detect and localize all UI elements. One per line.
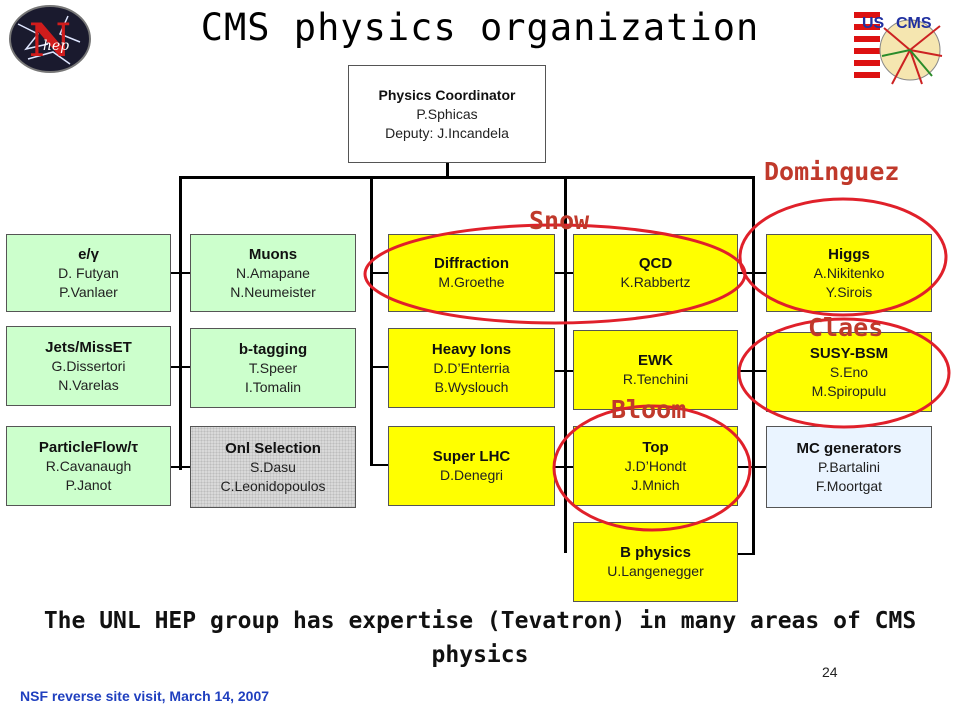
group-heading: e/γ (78, 245, 99, 263)
connector-heavyions (370, 366, 388, 368)
group-heading: b-tagging (238, 340, 308, 358)
group-member: Y.Sirois (825, 283, 873, 300)
group-heading: ParticleFlow/τ (38, 438, 139, 456)
group-qcd: QCD K.Rabbertz (573, 234, 738, 312)
connector-higgs (738, 272, 766, 274)
group-member: R.Cavanaugh (45, 457, 132, 474)
group-mc-generators: MC generators P.Bartalini F.Moortgat (766, 426, 932, 508)
group-heading: Super LHC (432, 448, 511, 465)
group-member: S.Eno (829, 363, 869, 380)
group-heading: Muons (248, 245, 298, 263)
connector-egamma (171, 272, 191, 274)
group-member: D.D’Enterria (433, 359, 510, 376)
group-member: D. Futyan (58, 264, 119, 281)
group-heading: Higgs (828, 245, 870, 263)
group-heading: Heavy Ions (431, 340, 512, 358)
connector-mcgen (738, 466, 766, 468)
connector-qcd (555, 272, 573, 274)
group-member: N.Varelas (58, 376, 119, 393)
connector-col2-bus (370, 176, 373, 466)
group-particleflow: ParticleFlow/τ R.Cavanaugh P.Janot (6, 426, 171, 506)
group-member: J.Mnich (631, 476, 680, 493)
coordinator-name: P.Sphicas (416, 105, 478, 122)
svg-text:CMS: CMS (896, 15, 932, 32)
annotation-snow: Snow (529, 206, 590, 235)
group-member: G.Dissertori (51, 357, 126, 374)
group-member: U.Langenegger (607, 563, 704, 579)
group-member: C.Leonidopoulos (220, 477, 326, 494)
connector-ewk (555, 370, 573, 372)
group-heading: EWK (638, 352, 673, 369)
group-susy-bsm: SUSY-BSM S.Eno M.Spiropulu (766, 332, 932, 412)
group-member: I.Tomalin (244, 378, 302, 395)
group-heading: MC generators (796, 439, 902, 457)
group-member: T.Speer (248, 359, 298, 376)
group-member: P.Vanlaer (59, 283, 118, 300)
connector-susy (738, 370, 766, 372)
group-muons: Muons N.Amapane N.Neumeister (190, 234, 356, 312)
group-member: P.Janot (65, 476, 112, 493)
footer-event: NSF reverse site visit, March 14, 2007 (20, 688, 270, 704)
connector-top-bus (179, 176, 755, 179)
group-heading: Top (642, 438, 669, 456)
connector-pflow (171, 466, 191, 468)
group-heading: Jets/MissET (45, 338, 132, 356)
group-member: K.Rabbertz (620, 274, 691, 290)
connector-jets (171, 366, 191, 368)
annotation-claes: Claes (808, 313, 884, 342)
annotation-bloom: Bloom (611, 395, 687, 424)
group-member: D.Denegri (439, 467, 504, 483)
connector-top (555, 466, 573, 468)
svg-text:US: US (862, 15, 885, 32)
group-btagging: b-tagging T.Speer I.Tomalin (190, 328, 356, 408)
svg-text:N: N (29, 13, 71, 67)
group-member: M.Spiropulu (811, 382, 887, 399)
annotation-dominguez: Dominguez (764, 157, 900, 186)
group-higgs: Higgs A.Nikitenko Y.Sirois (766, 234, 932, 312)
svg-text:hep: hep (43, 38, 69, 54)
connector-superlhc (370, 464, 388, 466)
group-member: A.Nikitenko (813, 264, 885, 281)
group-diffraction: Diffraction M.Groethe (388, 234, 555, 312)
group-heavy-ions: Heavy Ions D.D’Enterria B.Wyslouch (388, 328, 555, 408)
group-member: N.Amapane (236, 264, 310, 281)
group-member: B.Wyslouch (434, 378, 509, 395)
connector-col3-bus (564, 176, 567, 553)
us-cms-logo: US CMS (852, 6, 944, 86)
connector-diffraction (370, 272, 388, 274)
group-top: Top J.D’Hondt J.Mnich (573, 426, 738, 506)
group-b-physics: B physics U.Langenegger (573, 522, 738, 602)
group-heading: B physics (620, 544, 691, 561)
coordinator-heading: Physics Coordinator (378, 86, 516, 103)
group-member: M.Groethe (438, 274, 505, 290)
connector-bphys (738, 553, 755, 555)
group-member: S.Dasu (250, 458, 296, 475)
group-member: R.Tenchini (622, 371, 689, 387)
group-super-lhc: Super LHC D.Denegri (388, 426, 555, 506)
group-member: P.Bartalini (817, 458, 880, 475)
group-member: N.Neumeister (230, 283, 316, 300)
group-heading: SUSY-BSM (809, 344, 889, 362)
page-title: CMS physics organization (200, 6, 760, 49)
group-heading: Diffraction (434, 255, 509, 272)
connector-col1-bus (179, 176, 182, 470)
connector-coordinator-drop (446, 162, 449, 178)
coordinator-deputy: Deputy: J.Incandela (385, 124, 509, 141)
group-member: J.D’Hondt (624, 457, 687, 474)
group-heading: Onl Selection (225, 439, 321, 457)
group-onl-selection: Onl Selection S.Dasu C.Leonidopoulos (190, 426, 356, 508)
unl-hep-logo: N hep (8, 4, 92, 74)
physics-coordinator-box: Physics Coordinator P.Sphicas Deputy: J.… (348, 65, 546, 163)
group-heading: QCD (638, 255, 673, 272)
page-number: 24 (822, 664, 838, 680)
group-member: F.Moortgat (815, 477, 883, 494)
group-jets-missEt: Jets/MissET G.Dissertori N.Varelas (6, 326, 171, 406)
connector-col4-bus (752, 176, 755, 553)
group-ewk: EWK R.Tenchini (573, 330, 738, 410)
group-egamma: e/γ D. Futyan P.Vanlaer (6, 234, 171, 312)
footer-statement: The UNL HEP group has expertise (Tevatro… (43, 608, 917, 668)
